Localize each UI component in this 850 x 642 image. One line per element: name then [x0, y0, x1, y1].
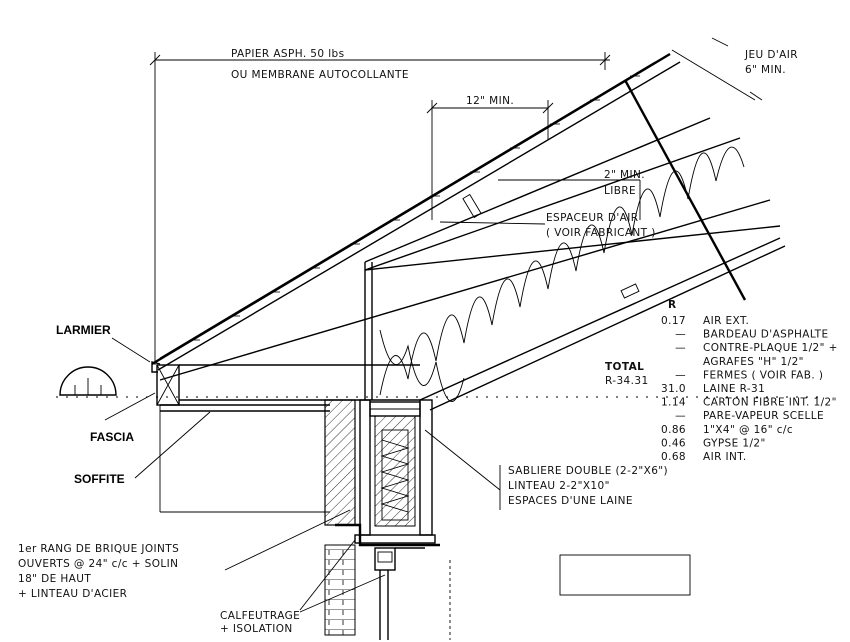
r-table-layer: BARDEAU D'ASPHALTE: [703, 329, 829, 341]
truss-top-chord-lower: [364, 225, 781, 271]
baffle-top: [462, 193, 482, 219]
label-12-min: 12" MIN.: [466, 95, 514, 107]
r-table-value: 1.14: [661, 397, 686, 409]
label-total-title: TOTAL: [605, 361, 644, 373]
r-table-value: 0.86: [661, 424, 686, 436]
r-table-value: —: [675, 369, 686, 381]
leader-soffite: [134, 411, 211, 479]
leader-brique: [224, 509, 351, 571]
r-table-layer: CARTON FIBRE INT. 1/2": [703, 397, 837, 409]
r-table-layer: AGRAFES "H" 1/2": [703, 356, 804, 368]
r-table-layer: PARE-VAPEUR SCELLE: [703, 410, 824, 422]
interior-finish: [419, 399, 433, 536]
dimension-lines: [56, 37, 820, 613]
leader-espaceur: [439, 221, 546, 225]
label-espaceur-1: ESPACEUR D'AIR: [546, 212, 638, 224]
membrane-line: [159, 61, 656, 359]
label-brique-1: 1er RANG DE BRIQUE JOINTS: [18, 543, 179, 555]
label-larmier: LARMIER: [56, 323, 111, 337]
label-jeu-1: JEU D'AIR: [744, 49, 798, 61]
ceiling-line-2: [429, 245, 786, 411]
air-space-baffle: [364, 137, 741, 271]
label-libre-2: LIBRE: [604, 185, 636, 197]
window-head: [374, 547, 396, 571]
r-table-value: —: [675, 329, 686, 341]
r-table-value: —: [675, 410, 686, 422]
header-lintel: [374, 415, 416, 527]
roof-deck-line: [157, 61, 681, 371]
label-espaceur-2: ( VOIR FABRICANT ): [546, 227, 656, 239]
wall-sheathing: [359, 399, 371, 536]
r-table-layer: LAINE R-31: [703, 383, 765, 395]
label-sabliere-1: SABLIERE DOUBLE (2-2"X6"): [508, 465, 668, 477]
r-table-layer: GYPSE 1/2": [703, 437, 766, 449]
leader-fascia: [104, 392, 156, 421]
label-fascia: FASCIA: [90, 430, 134, 444]
drip-edge: [151, 361, 161, 373]
shingle-ticks: [190, 75, 640, 341]
r-table-value: 31.0: [661, 383, 686, 395]
steel-lintel: [354, 534, 436, 544]
air-space-upper: [364, 117, 711, 263]
label-sabliere-2: LINTEAU 2-2"X10": [508, 480, 610, 492]
ceiling-line: [419, 237, 781, 401]
brick-veneer: [324, 399, 356, 526]
r-table-layer: CONTRE-PLAQUE 1/2" +: [703, 342, 838, 354]
leader-sabliere: [424, 429, 501, 491]
truss-top-chord: [159, 199, 771, 381]
dim-jeu-air: [671, 49, 756, 101]
section-cut-line: [623, 79, 747, 301]
label-calfeutrage-1: CALFEUTRAGE: [220, 610, 300, 622]
gutter: [59, 366, 117, 396]
r-table-value: 0.17: [661, 315, 686, 327]
r-table-value: 0.46: [661, 437, 686, 449]
brick-courses: [324, 544, 356, 636]
wall-assembly: [324, 399, 691, 640]
roof-assembly: [151, 52, 786, 411]
r-table-value: —: [675, 342, 686, 354]
label-brique-3: 18" DE HAUT: [18, 573, 91, 585]
label-brique-4: + LINTEAU D'ACIER: [18, 588, 127, 600]
label-papier-2: OU MEMBRANE AUTOCOLLANTE: [231, 69, 409, 81]
label-brique-2: OUVERTS @ 24" c/c + SOLIN: [18, 558, 178, 570]
label-total-value: R-34.31: [605, 375, 649, 387]
label-soffite: SOFFITE: [74, 472, 125, 486]
r-table-layer: FERMES ( VOIR FAB. ): [703, 369, 823, 381]
r-table-layer: AIR EXT.: [703, 315, 749, 327]
eave-assembly: [59, 361, 420, 412]
leader-larmier: [111, 337, 151, 363]
r-table-value: 0.68: [661, 451, 686, 463]
r-table-layer: 1"X4" @ 16" c/c: [703, 424, 793, 436]
roof-shingle-line: [151, 52, 671, 366]
label-calfeutrage-2: + ISOLATION: [220, 623, 293, 635]
baffle-bottom: [620, 283, 640, 299]
r-table-layer: AIR INT.: [703, 451, 747, 463]
label-sabliere-3: ESPACES D'UNE LAINE: [508, 495, 633, 507]
r-table-header: R: [668, 299, 677, 311]
label-jeu-2: 6" MIN.: [745, 64, 786, 76]
insulation-loops: [379, 146, 745, 402]
leader-calfeutrage: [299, 539, 356, 611]
r-value-table: R 0.17 AIR EXT. — BARDEAU D'ASPHALTE — CONTRE…: [661, 299, 838, 463]
labels: PAPIER ASPH. 50 lbs OU MEMBRANE AUTOCOLL…: [18, 48, 798, 635]
label-papier-1: PAPIER ASPH. 50 lbs: [231, 48, 344, 60]
label-libre-1: 2" MIN.: [604, 169, 645, 181]
